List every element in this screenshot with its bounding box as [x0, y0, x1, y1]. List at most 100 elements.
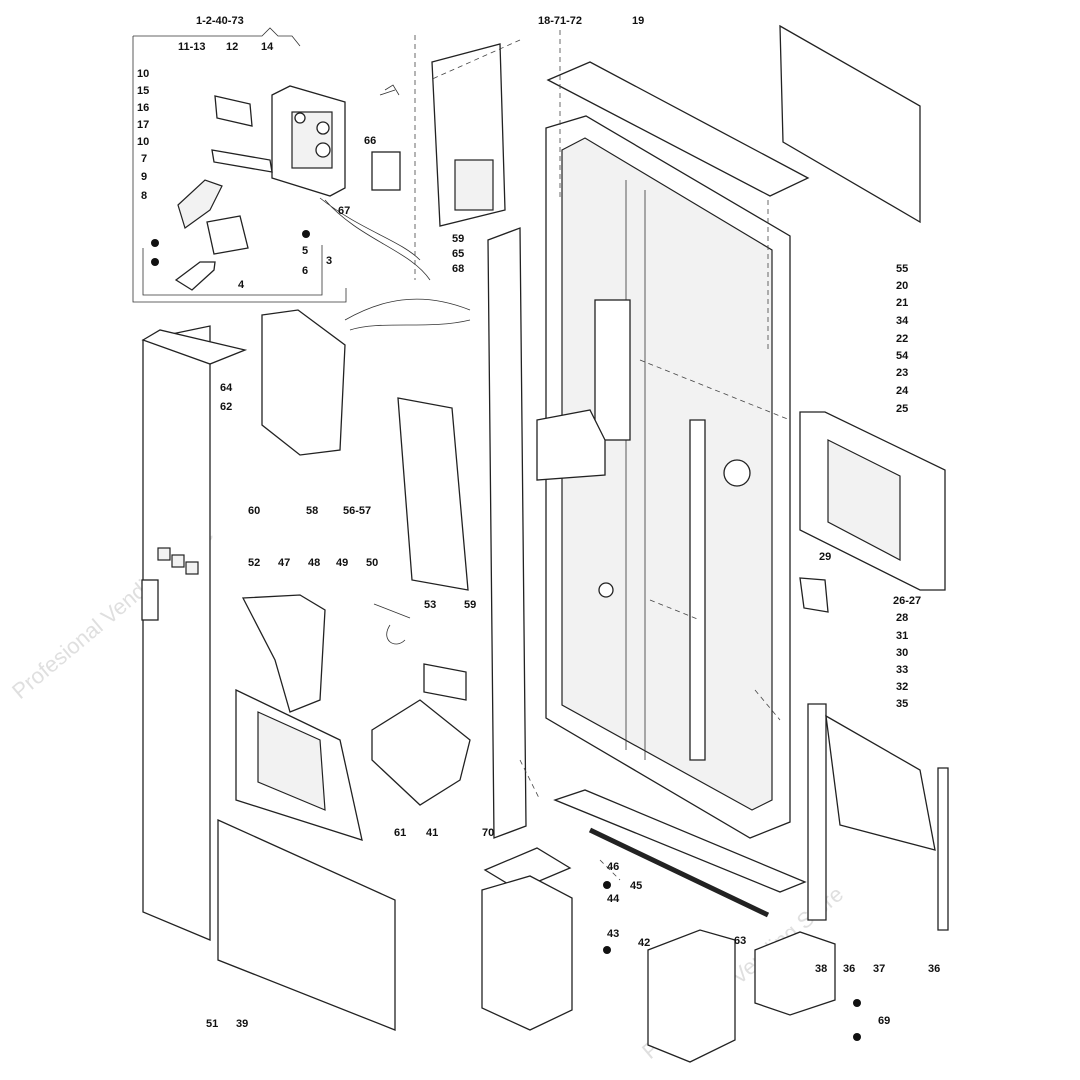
callout-label: 25 — [896, 403, 908, 415]
callout-label: 32 — [896, 681, 908, 693]
group-bracket-top-left — [132, 27, 347, 303]
callout-label: 50 — [366, 557, 378, 569]
callout-label: 67 — [338, 205, 350, 217]
callout-label: 1-2-40-73 — [196, 15, 244, 27]
bottom-panel-part — [217, 818, 396, 1031]
assembly-guide-lines — [414, 30, 791, 881]
callout-label: 56-57 — [343, 505, 371, 517]
callout-label: 44 — [607, 893, 620, 905]
callout-label: 10 — [137, 136, 149, 148]
label-plate — [454, 159, 494, 211]
key-lock-part — [379, 84, 400, 96]
control-panel-part — [271, 85, 346, 197]
wiring-harness — [319, 197, 471, 331]
lock-cover-part — [177, 179, 223, 229]
callout-label: 33 — [896, 664, 908, 676]
callout-label: 24 — [896, 385, 909, 397]
board-part — [371, 151, 401, 191]
bin-small-part — [754, 931, 836, 1016]
callout-label: 30 — [896, 647, 908, 659]
rail-part — [689, 419, 706, 761]
callout-label: 42 — [638, 937, 650, 949]
tray-part — [371, 699, 471, 806]
callout-label: 29 — [819, 551, 831, 563]
drawer-37-part — [825, 714, 936, 851]
coin-box-part — [481, 875, 573, 1031]
callout-label: 22 — [896, 333, 908, 345]
callout-label: 68 — [452, 263, 464, 275]
callout-label: 54 — [896, 350, 909, 362]
coin-door-part — [799, 411, 946, 591]
callout-label: 23 — [896, 367, 908, 379]
callout-label: 12 — [226, 41, 238, 53]
callout-label: 9 — [141, 171, 147, 183]
callout-label: 11-13 — [178, 41, 206, 53]
callout-label: 7 — [141, 153, 147, 165]
callout-label: 43 — [607, 928, 619, 940]
callout-label: 35 — [896, 698, 908, 710]
rear-panel-part — [779, 24, 921, 224]
callout-label: 34 — [896, 315, 909, 327]
bracket-28-part — [799, 577, 829, 613]
tray-bracket — [423, 663, 467, 701]
bin-part — [647, 929, 736, 1063]
callout-label: 19 — [632, 15, 644, 27]
callout-label: 58 — [306, 505, 318, 517]
bar-63-part — [588, 827, 770, 918]
callout-label: 52 — [248, 557, 260, 569]
callout-label: 37 — [873, 963, 885, 975]
bullet-markers — [151, 230, 861, 1041]
callout-label: 46 — [607, 861, 619, 873]
cable-loop-48 — [386, 624, 406, 645]
board-bracket-part — [261, 309, 346, 456]
display-plate-part — [214, 95, 253, 127]
callout-label: 55 — [896, 263, 908, 275]
callout-label: 48 — [308, 557, 320, 569]
callout-label: 60 — [248, 505, 260, 517]
callout-label: 31 — [896, 630, 908, 642]
callout-label: 66 — [364, 135, 376, 147]
callout-label: 16 — [137, 102, 149, 114]
callout-label: 15 — [137, 85, 149, 97]
callout-label: 39 — [236, 1018, 248, 1030]
callout-label: 51 — [206, 1018, 218, 1030]
callout-label: 53 — [424, 599, 436, 611]
callout-label: 10 — [137, 68, 149, 80]
frame-window — [257, 711, 326, 811]
group-bracket-lock — [142, 245, 323, 296]
callout-label: 26-27 — [893, 595, 921, 607]
callout-label: 21 — [896, 297, 908, 309]
side-rail-36-part — [807, 703, 827, 921]
door-column-part — [487, 227, 527, 839]
callout-label: 65 — [452, 248, 464, 260]
callout-label: 61 — [394, 827, 406, 839]
callout-label: 64 — [220, 382, 233, 394]
lock-plate-part — [206, 215, 249, 255]
callout-label: 59 — [464, 599, 476, 611]
mounting-plate-part — [397, 397, 469, 591]
bracket-part — [174, 261, 216, 291]
callout-label: 20 — [896, 280, 908, 292]
spring-49 — [373, 603, 411, 619]
callout-label: 5 — [302, 245, 308, 257]
callout-label: 18-71-72 — [538, 15, 582, 27]
callout-label: 45 — [630, 880, 642, 892]
callout-label: 17 — [137, 119, 149, 131]
callout-label: 28 — [896, 612, 908, 624]
side-rail-36b-part — [937, 767, 949, 931]
callout-label: 47 — [278, 557, 290, 569]
chute-part — [536, 409, 606, 481]
bottom-rail-part — [553, 789, 807, 893]
callout-label: 36 — [928, 963, 940, 975]
top-rail-part — [546, 61, 810, 197]
hopper-part — [241, 594, 326, 713]
callout-label: 6 — [302, 265, 308, 277]
callout-label: 3 — [326, 255, 332, 267]
callout-label: 70 — [482, 827, 494, 839]
callout-label: 4 — [238, 279, 245, 291]
callout-label: 14 — [261, 41, 274, 53]
callout-label: 36 — [843, 963, 855, 975]
callout-label: 69 — [878, 1015, 890, 1027]
